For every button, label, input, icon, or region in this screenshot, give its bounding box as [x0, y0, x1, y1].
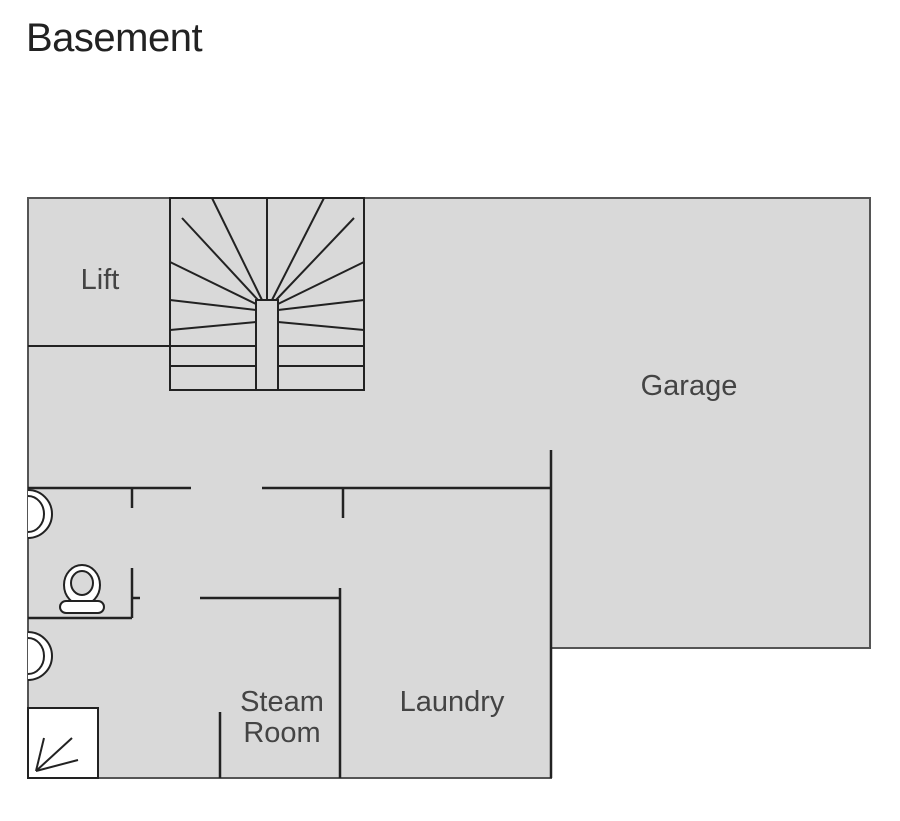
room-label-lift: Lift — [81, 264, 120, 296]
room-label-steam-room-line1: Steam — [240, 686, 324, 718]
staircase — [169, 197, 365, 391]
shower-drain-icon — [27, 707, 99, 779]
floor-title: Basement — [26, 16, 203, 60]
toilet-icon — [59, 564, 105, 614]
interior-walls — [28, 450, 553, 778]
sink-icon — [27, 631, 53, 681]
sink-icon — [27, 489, 53, 539]
room-label-garage: Garage — [641, 370, 738, 402]
room-label-steam-room-line2: Room — [243, 717, 320, 749]
room-label-laundry: Laundry — [400, 686, 505, 718]
